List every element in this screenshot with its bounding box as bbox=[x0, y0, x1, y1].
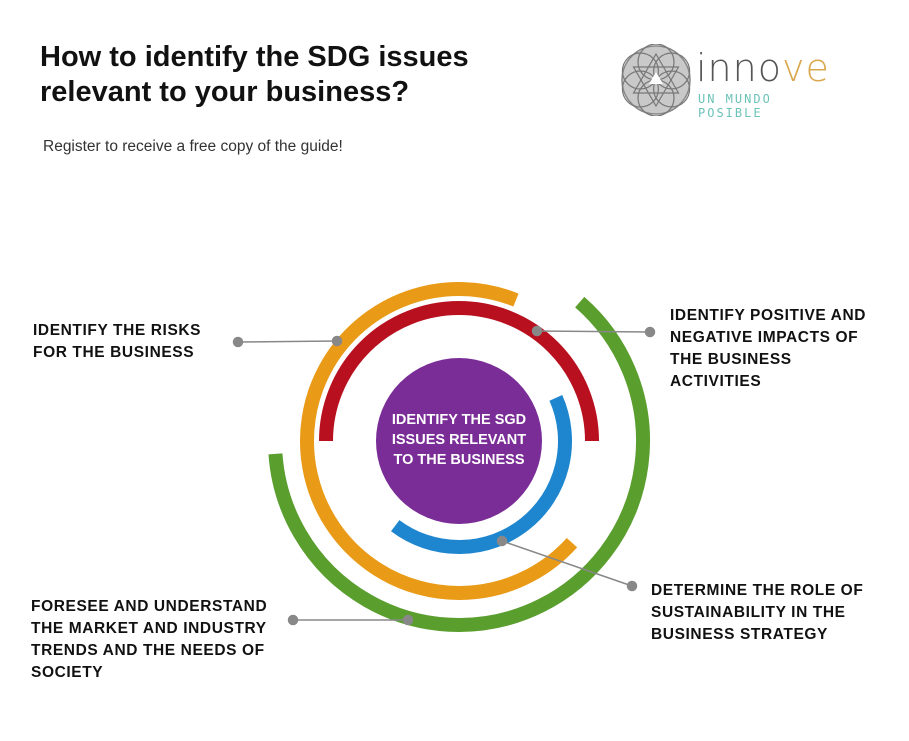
brand-tagline: UN MUNDO POSIBLE bbox=[698, 92, 772, 120]
mandala-icon bbox=[621, 43, 691, 117]
title-line: How to identify the SDG issues bbox=[40, 41, 469, 73]
connector-dot bbox=[496, 535, 508, 547]
connector-dot bbox=[232, 336, 244, 348]
connector-dot bbox=[626, 580, 638, 592]
center-label: IDENTIFY THE SGD ISSUES RELEVANT TO THE … bbox=[391, 412, 527, 468]
connector-dot bbox=[531, 325, 543, 337]
innove-logo: innove UN MUNDO POSIBLE bbox=[620, 43, 840, 120]
orange-ring-arc bbox=[300, 282, 578, 600]
green-ring-arc bbox=[268, 296, 650, 632]
brand-name: innove bbox=[696, 46, 830, 90]
connector-impacts bbox=[536, 330, 651, 333]
subtitle: Register to receive a free copy of the g… bbox=[43, 138, 343, 155]
page-title: How to identify the SDG issues relevant … bbox=[40, 40, 469, 110]
connector-dot bbox=[402, 614, 414, 626]
connector-sustainability bbox=[501, 540, 633, 587]
blue-ring-arc bbox=[391, 395, 572, 554]
connector-dot bbox=[287, 614, 299, 626]
connector-risks bbox=[237, 340, 338, 343]
connector-dot bbox=[644, 326, 656, 338]
red-ring-arc bbox=[319, 301, 599, 442]
title-line: relevant to your business? bbox=[40, 76, 410, 108]
connector-dot bbox=[331, 335, 343, 347]
center-circle bbox=[376, 358, 542, 524]
